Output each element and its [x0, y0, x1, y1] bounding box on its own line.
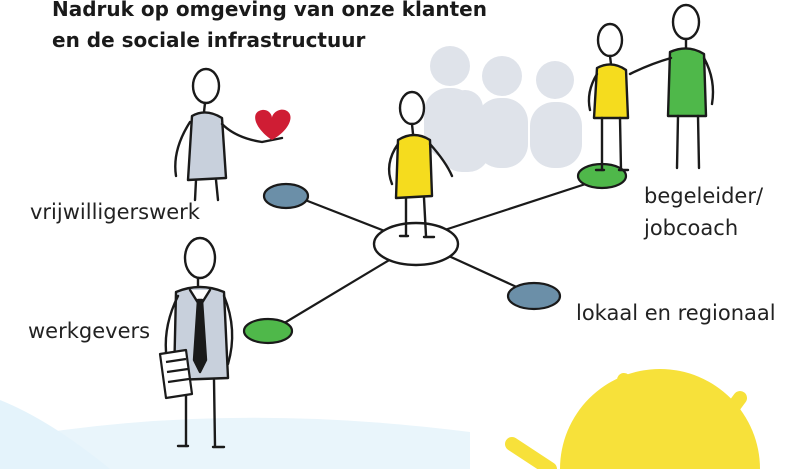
diagram-title: Nadruk op omgeving van onze klanten en d…: [52, 0, 612, 56]
folder-icon: [158, 348, 194, 400]
background-swoosh: [0, 417, 470, 469]
background-swoosh-left: [0, 400, 110, 469]
label-coach-line-2: jobcoach: [644, 216, 739, 240]
label-local: lokaal en regionaal: [576, 301, 776, 325]
hub-node: [372, 221, 460, 267]
node-local: [506, 281, 562, 311]
employer-person-icon: [164, 236, 234, 449]
heart-icon: [255, 109, 291, 140]
volunteer-person-icon: [174, 67, 284, 202]
client-person-icon: [387, 90, 454, 239]
label-coach: begeleider/ jobcoach: [644, 180, 763, 244]
label-volunteer: vrijwilligerswerk: [30, 200, 200, 224]
sun-icon: [505, 369, 760, 469]
coach-person-icon: [587, 22, 630, 172]
title-line-2: en de sociale infrastructuur: [52, 28, 366, 52]
jobcoach-person-icon: [628, 3, 715, 170]
node-volunteer: [262, 182, 310, 210]
title-line-1: Nadruk op omgeving van onze klanten: [52, 0, 487, 21]
label-coach-line-1: begeleider/: [644, 184, 764, 208]
node-employers: [242, 317, 294, 345]
label-employers: werkgevers: [28, 319, 151, 343]
crowd-icon: [424, 46, 582, 172]
